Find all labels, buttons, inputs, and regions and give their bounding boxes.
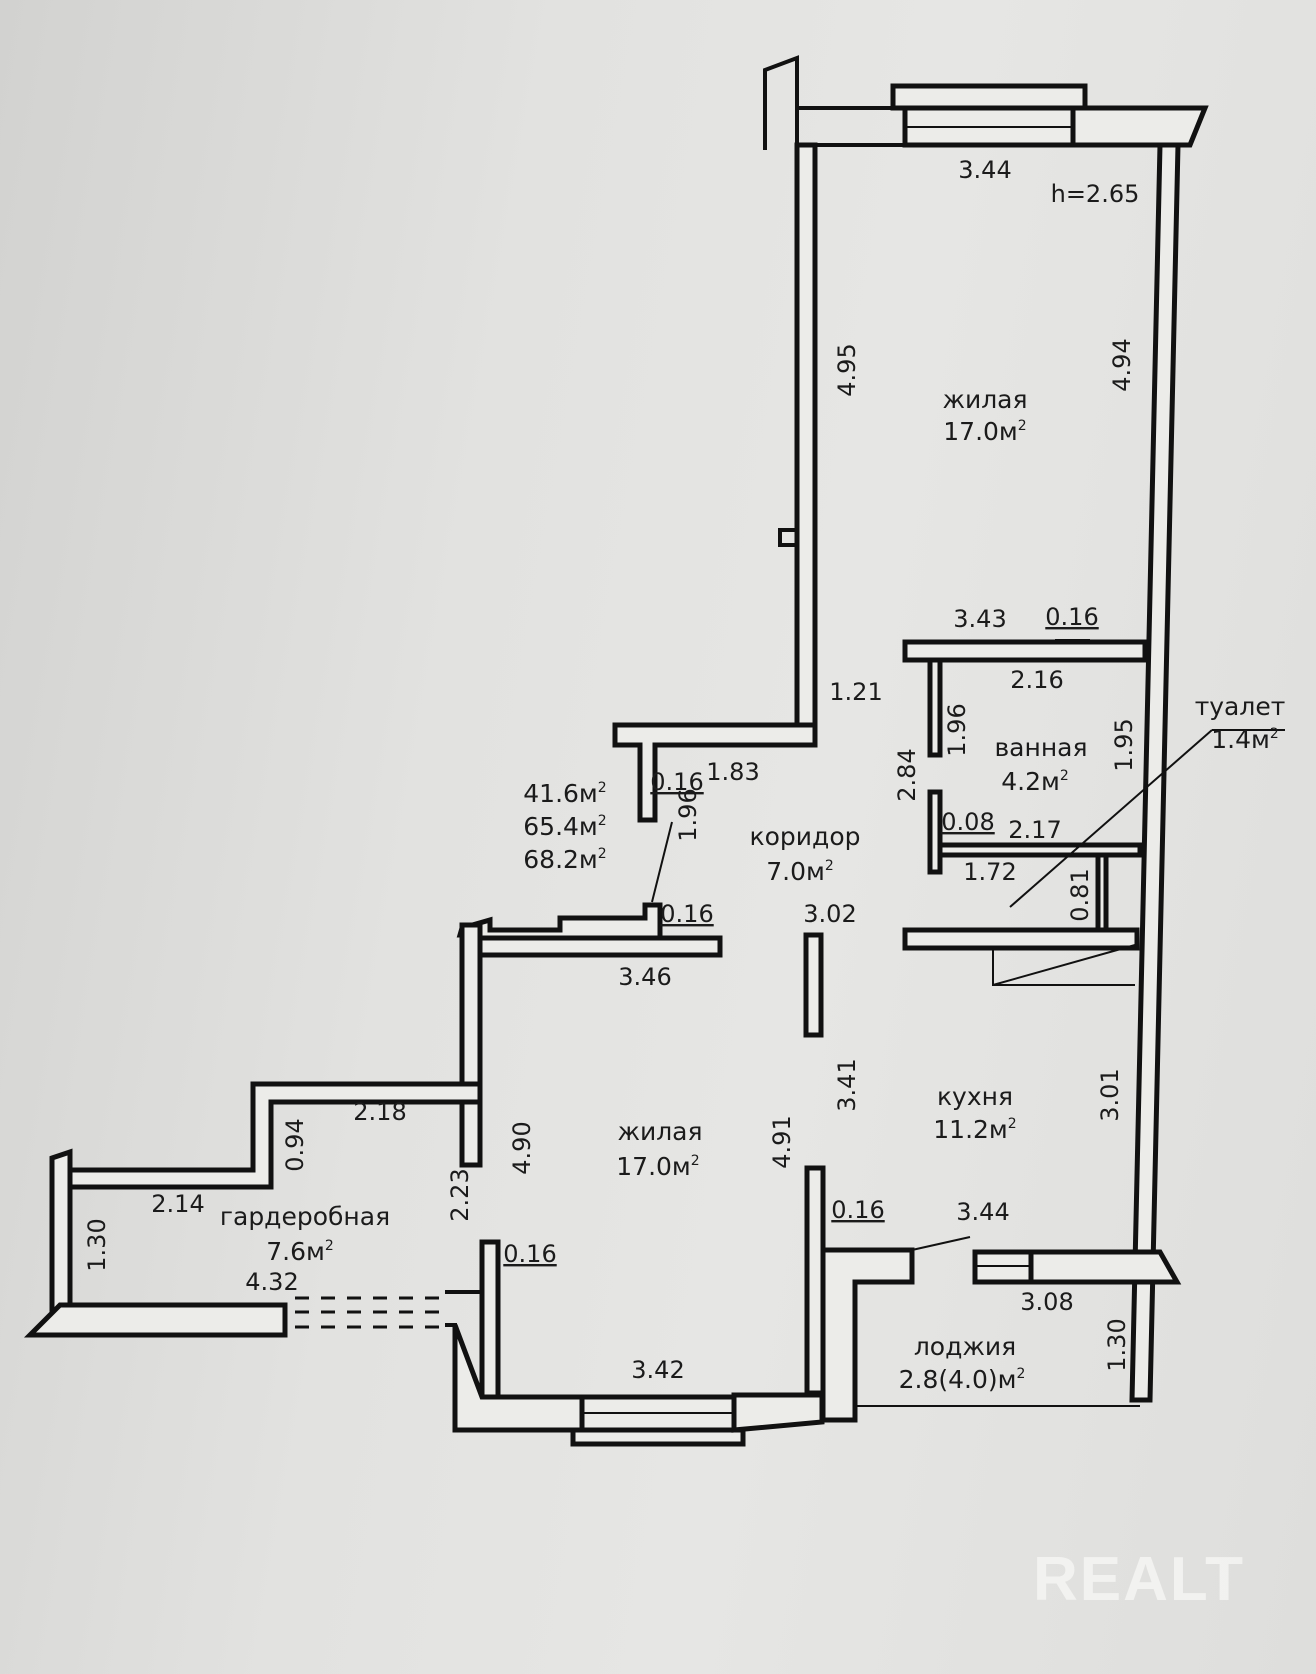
room-toilet-area: 1.4м2	[1211, 725, 1279, 754]
dim-bath-right: 1.95	[1110, 718, 1138, 771]
dim-top-bedroom-right: 4.94	[1108, 338, 1136, 391]
bath-left-wall-lower	[927, 789, 943, 875]
bath-top-wall	[902, 639, 1148, 663]
room-living-area: 17.0м2	[616, 1152, 699, 1181]
living-bottom-right	[731, 1392, 825, 1433]
dim-top-bedroom-bottom: 3.43	[953, 605, 1006, 633]
kitchen-top-wall	[902, 927, 1140, 951]
room-toilet-name: туалет	[1195, 692, 1286, 721]
realt-watermark-logo: REALT	[1033, 1545, 1245, 1614]
wardrobe-bottom-wall	[23, 1302, 288, 1338]
dim-corridor-302: 3.02	[803, 900, 856, 928]
dimensions: 3.44 3.43 0.16 2.16 0.08 2.17 1.72 1.21 …	[83, 156, 1138, 1384]
total-area-with-loggia: 68.2м2	[523, 845, 606, 874]
corridor-pillar	[803, 932, 824, 1038]
dim-top-bedroom-width: 3.44	[958, 156, 1011, 184]
dim-top-bedroom-left: 4.95	[833, 343, 861, 396]
living-bottom-left	[452, 1324, 585, 1433]
living-window-sill	[570, 1427, 746, 1447]
walls	[23, 55, 1209, 1447]
room-bathroom-name: ванная	[994, 733, 1087, 762]
dim-toilet-height: 0.81	[1066, 868, 1094, 921]
dim-living-bottom: 3.42	[631, 1356, 684, 1384]
dim-kitchen-bottom: 3.44	[956, 1198, 1009, 1226]
kitchen-duct	[992, 944, 1136, 986]
living-left-wall-upper	[459, 922, 483, 1168]
total-area-general: 65.4м2	[523, 812, 606, 841]
toilet-side-wall	[1095, 852, 1109, 933]
dim-wardrobe-218: 2.18	[353, 1098, 406, 1126]
dim-wall-016-a: 0.16	[1045, 603, 1098, 631]
dim-corridor-346: 3.46	[618, 963, 671, 991]
total-area-living: 41.6м2	[523, 779, 606, 808]
room-wardrobe-name: гардеробная	[220, 1202, 390, 1231]
room-kitchen-area: 11.2м2	[933, 1115, 1016, 1144]
room-living-name: жилая	[617, 1117, 702, 1146]
loggia-left-wall	[820, 1247, 915, 1423]
ceiling-height: h=2.65	[1051, 180, 1140, 208]
dim-corridor-183: 1.83	[706, 758, 759, 786]
room-bathroom-area: 4.2м2	[1001, 767, 1069, 796]
dim-corridor-196: 1.96	[674, 788, 702, 841]
bath-bottom-wall	[937, 842, 1143, 858]
corridor-top-wall	[612, 722, 818, 823]
top-right-wall	[1070, 105, 1209, 148]
dim-wardrobe-223: 2.23	[446, 1168, 474, 1221]
dim-wall-008: 0.08	[941, 808, 994, 836]
top-left-wall-corner	[763, 55, 905, 150]
room-bedroom-top-name: жилая	[942, 385, 1027, 414]
dim-bath-bottom: 2.17	[1008, 816, 1061, 844]
dim-corridor-121: 1.21	[829, 678, 882, 706]
room-wardrobe-area: 7.6м2	[266, 1237, 334, 1266]
dim-wall-016-c: 0.16	[660, 900, 713, 928]
right-exterior-wall	[1129, 142, 1181, 1403]
dim-bath-left: 1.96	[943, 703, 971, 756]
room-bedroom-top-area: 17.0м2	[943, 417, 1026, 446]
dim-living-right: 4.91	[768, 1115, 796, 1168]
leader-lines	[651, 639, 1285, 1251]
dim-bath-top: 2.16	[1010, 666, 1063, 694]
room-loggia-area: 2.8(4.0)м2	[899, 1365, 1026, 1394]
dim-corridor-341: 3.41	[833, 1058, 861, 1111]
dim-wardrobe-432: 4.32	[245, 1268, 298, 1296]
dim-wardrobe-214: 2.14	[151, 1190, 204, 1218]
wardrobe-opening-dashed	[295, 1296, 445, 1329]
dim-bath-height: 2.84	[893, 748, 921, 801]
top-window-sill	[890, 83, 1088, 111]
living-top-wall	[475, 935, 723, 958]
dim-wall-016-d: 0.16	[831, 1196, 884, 1224]
bedroom-wall-niche	[778, 528, 797, 547]
dim-wall-016-b: 0.16	[650, 768, 703, 796]
wardrobe-step-wall	[67, 1081, 483, 1190]
loggia-top-right-wall	[1028, 1249, 1182, 1285]
living-left-wall-lower	[479, 1239, 501, 1400]
bedroom-left-wall	[777, 142, 818, 743]
dim-loggia-right: 1.30	[1103, 1318, 1131, 1371]
bath-left-wall-upper	[927, 657, 943, 758]
dim-toilet-width: 1.72	[963, 858, 1016, 886]
dim-kitchen-right: 3.01	[1096, 1068, 1124, 1121]
dim-wall-016-e: 0.16	[503, 1240, 556, 1268]
dim-wardrobe-094: 0.94	[281, 1118, 309, 1171]
room-kitchen-name: кухня	[937, 1082, 1013, 1111]
dim-wardrobe-130: 1.30	[83, 1218, 111, 1271]
dim-loggia-top: 3.08	[1020, 1288, 1073, 1316]
room-corridor-area: 7.0м2	[766, 857, 834, 886]
room-corridor-name: коридор	[750, 822, 861, 851]
dim-living-left: 4.90	[508, 1121, 536, 1174]
room-loggia-name: лоджия	[914, 1332, 1016, 1361]
